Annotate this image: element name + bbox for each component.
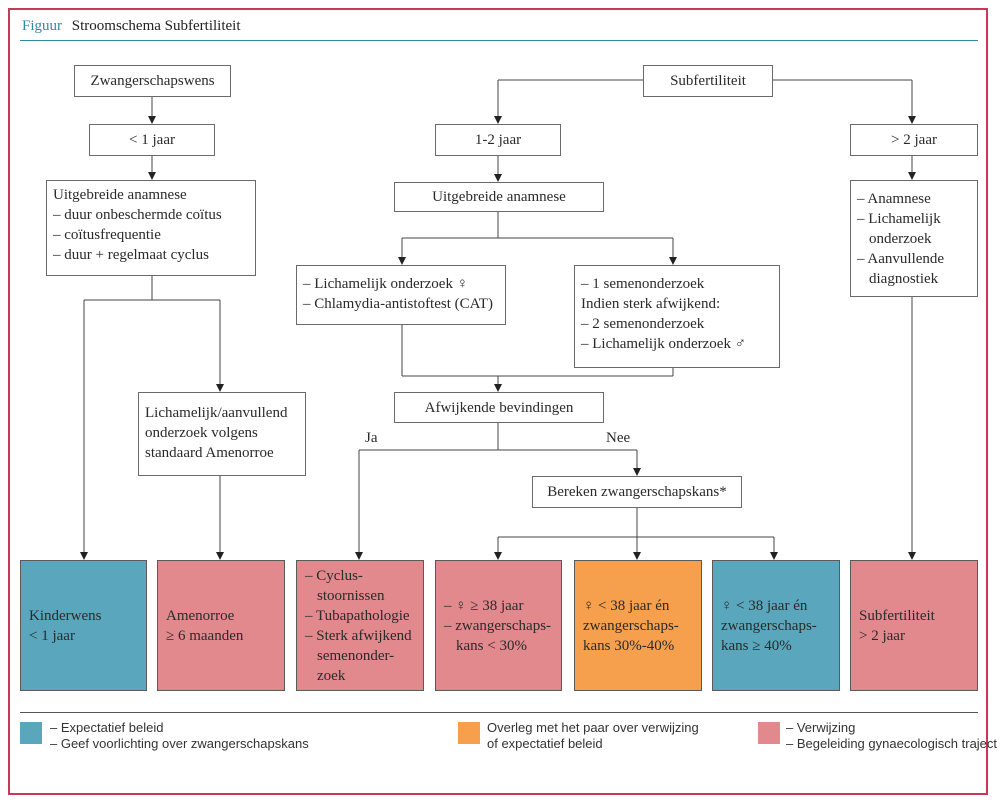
outcome-line: zwangerschaps- [583, 617, 679, 634]
legend-text-orange: Overleg met het paar over verwijzing of … [487, 720, 699, 752]
node-1-2-jaar: 1-2 jaar [435, 124, 561, 156]
node-subfertiliteit: Subfertiliteit [643, 65, 773, 97]
outcome-line: – ♀ ≥ 38 jaar [444, 597, 524, 614]
outcome-line: semenonder- [317, 647, 395, 664]
outcome-cyclusstoornissen: – Cyclus- stoornissen – Tubapathologie –… [296, 560, 424, 691]
outcome-lt-38-ge-40: ♀ < 38 jaar én zwangerschaps- kans ≥ 40% [712, 560, 840, 691]
outcome-line: – Sterk afwijkend [305, 627, 412, 644]
node-line: – duur onbeschermde coïtus [53, 207, 222, 223]
node-text: 1-2 jaar [474, 132, 522, 148]
node-line: – Lichamelijk onderzoek ♂ [581, 336, 746, 352]
node-lt-1-jaar: < 1 jaar [89, 124, 215, 156]
legend-line: – Expectatief beleid [50, 720, 164, 735]
node-uitgebreide-anamnese: Uitgebreide anamnese [394, 182, 604, 212]
outcome-lt-38-30-40: ♀ < 38 jaar én zwangerschaps- kans 30%-4… [574, 560, 702, 691]
legend-line: Overleg met het paar over verwijzing [487, 720, 699, 735]
node-bereken-zwangerschapskans: Bereken zwangerschapskans* [532, 476, 742, 508]
legend-swatch-blue [20, 722, 42, 744]
node-gt-2-jaar: > 2 jaar [850, 124, 978, 156]
outcome-line: < 1 jaar [29, 627, 75, 644]
legend-line: of expectatief beleid [487, 736, 603, 751]
outcome-line: – Cyclus- [305, 567, 363, 584]
node-line: – Lichamelijk onderzoek ♀ [303, 276, 468, 292]
outcome-line: Subfertiliteit [859, 607, 935, 624]
legend-divider [20, 712, 978, 713]
legend-line: – Geef voorlichting over zwangerschapska… [50, 736, 309, 751]
node-afwijkende-bevindingen: Afwijkende bevindingen [394, 392, 604, 423]
node-line: – Lichamelijk [857, 211, 941, 227]
node-line: – duur + regelmaat cyclus [53, 247, 209, 263]
header-divider [20, 40, 978, 41]
figure-title: Stroomschema Subfertiliteit [71, 18, 241, 34]
node-text: Bereken zwangerschapskans* [547, 484, 727, 500]
outcome-ge-38-jaar: – ♀ ≥ 38 jaar – zwangerschaps- kans < 30… [435, 560, 562, 691]
node-right-anamnese: – Anamnese – Lichamelijk onderzoek – Aan… [850, 180, 978, 297]
outcome-line: Kinderwens [29, 607, 102, 624]
node-text: < 1 jaar [129, 132, 175, 148]
outcome-line: – Tubapathologie [305, 607, 410, 624]
legend-text-blue: – Expectatief beleid – Geef voorlichting… [50, 720, 309, 752]
node-zwangerschapswens: Zwangerschapswens [74, 65, 231, 97]
outcome-line: Amenorroe [166, 607, 235, 624]
figure-label: Figuur [22, 18, 63, 34]
node-line: – 1 semenonderzoek [581, 276, 705, 292]
node-lichamelijk-female: – Lichamelijk onderzoek ♀ – Chlamydia-an… [296, 265, 506, 325]
outcome-line: zwangerschaps- [721, 617, 817, 634]
node-line: standaard Amenorroe [145, 445, 274, 461]
node-text: Subfertiliteit [670, 73, 746, 89]
node-text: > 2 jaar [891, 132, 937, 148]
node-line: – 2 semenonderzoek [581, 316, 705, 332]
outcome-line: – zwangerschaps- [444, 617, 552, 634]
node-text: Zwangerschapswens [90, 73, 215, 89]
node-line: – Chlamydia-antistoftest (CAT) [303, 296, 493, 312]
node-anamnese-left: Uitgebreide anamnese – duur onbeschermde… [46, 180, 256, 276]
node-line: Indien sterk afwijkend: [581, 296, 721, 312]
outcome-line: kans < 30% [456, 637, 527, 654]
node-line: onderzoek [869, 231, 932, 247]
figure-header: Figuur Stroomschema Subfertiliteit [22, 18, 241, 35]
outcome-line: kans 30%-40% [583, 637, 675, 654]
legend-line: – Begeleiding gynaecologisch traject [786, 736, 998, 751]
node-text: Uitgebreide anamnese [432, 189, 566, 205]
node-text: Afwijkende bevindingen [424, 399, 574, 416]
legend-text-pink: – Verwijzing – Begeleiding gynaecologisc… [786, 720, 997, 752]
outcome-line: ♀ < 38 jaar én [721, 597, 808, 614]
outcome-line: ♀ < 38 jaar én [583, 597, 670, 614]
label-nee: Nee [606, 430, 631, 446]
outcome-kinderwens: Kinderwens < 1 jaar [20, 560, 147, 691]
outcome-line: stoornissen [317, 587, 385, 604]
node-line: Uitgebreide anamnese [53, 187, 187, 203]
outcome-subfertiliteit-gt-2: Subfertiliteit > 2 jaar [850, 560, 978, 691]
node-line: – coïtusfrequentie [53, 227, 161, 243]
node-line: Lichamelijk/aanvullend [145, 405, 288, 421]
outcome-line: > 2 jaar [859, 627, 905, 644]
outcome-line: zoek [317, 667, 346, 684]
outcome-line: ≥ 6 maanden [166, 627, 244, 644]
node-lichamelijk-aanvullend: Lichamelijk/aanvullend onderzoek volgens… [138, 392, 306, 476]
node-line: – Aanvullende [857, 251, 945, 267]
node-semenonderzoek: – 1 semenonderzoek Indien sterk afwijken… [574, 265, 780, 368]
legend-swatch-pink [758, 722, 780, 744]
node-line: diagnostiek [869, 271, 939, 287]
outcome-line: kans ≥ 40% [721, 637, 792, 654]
legend-swatch-orange [458, 722, 480, 744]
outcome-amenorroe: Amenorroe ≥ 6 maanden [157, 560, 285, 691]
node-line: – Anamnese [857, 191, 931, 207]
label-ja: Ja [365, 430, 378, 446]
legend-line: – Verwijzing [786, 720, 856, 735]
node-line: onderzoek volgens [145, 425, 258, 441]
